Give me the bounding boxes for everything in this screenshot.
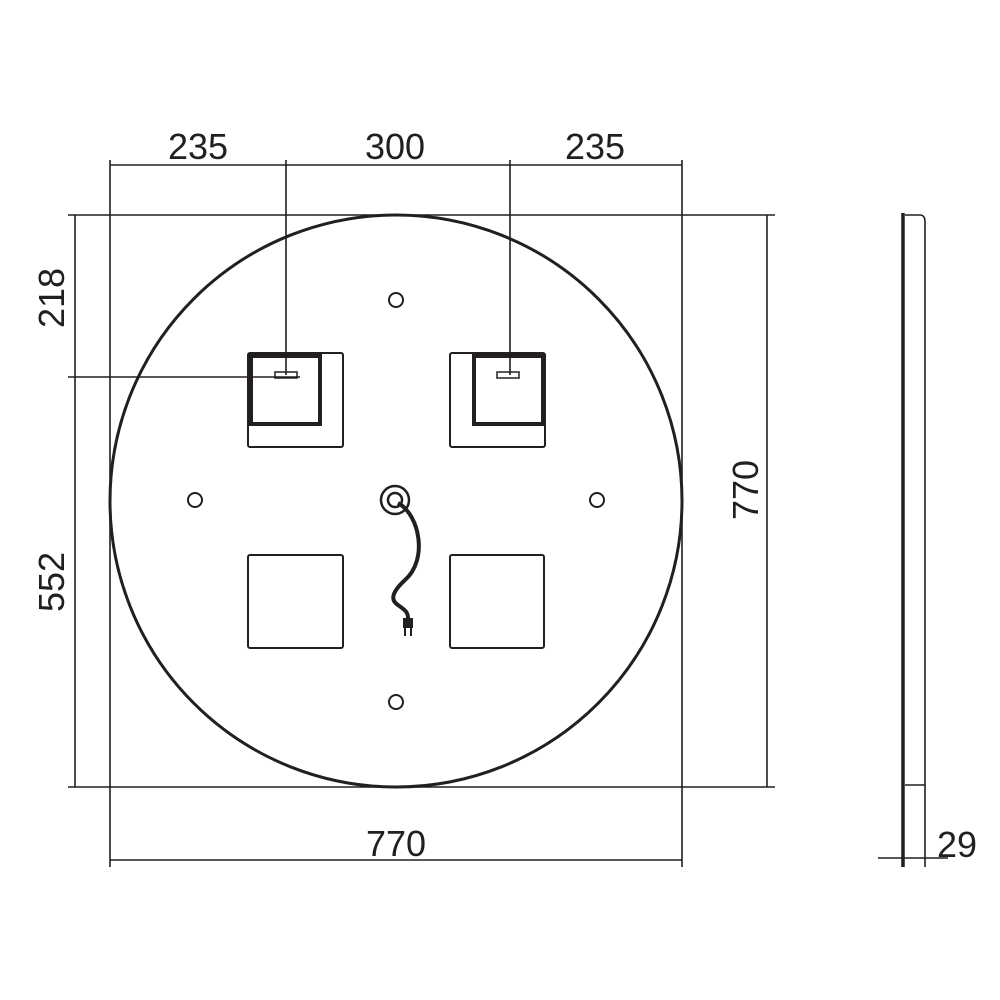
left-bracket: [247, 352, 344, 448]
dim-top-middle: 300: [365, 126, 425, 167]
dim-right-height: 770: [725, 460, 766, 520]
lower-panels: [247, 554, 545, 649]
dim-left-lower: 552: [31, 552, 72, 612]
side-profile: [878, 213, 948, 867]
dim-depth: 29: [937, 824, 977, 865]
dim-top-left: 235: [168, 126, 228, 167]
mirror-outline: [108, 213, 684, 789]
dim-bottom-width: 770: [366, 823, 426, 864]
mounting-holes: [187, 292, 605, 710]
dim-left-upper: 218: [31, 268, 72, 328]
dim-top-right: 235: [565, 126, 625, 167]
dimension-lines: [68, 160, 775, 867]
power-cable-icon: [379, 484, 421, 636]
right-bracket: [449, 352, 546, 448]
